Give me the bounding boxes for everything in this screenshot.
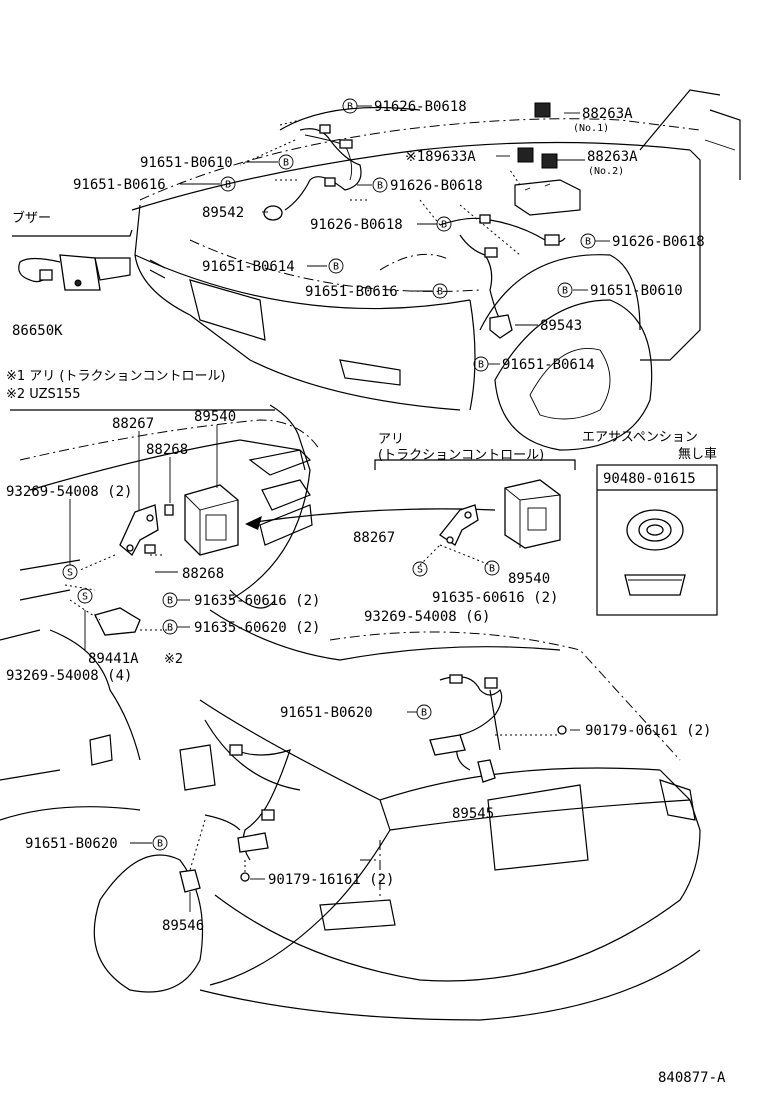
label-89543: 89543 [540,318,582,334]
rear-wiring [179,674,567,893]
part-labels: 91626-B0618 88263A (No.1) ※189633A 88263… [6,99,726,1086]
traction-bracket [374,459,576,566]
label-89441a: 89441A [88,651,139,667]
label-91635-60616: 91635-60616 (2) [432,590,558,606]
label-nashi: 無し車 [678,447,717,462]
b-markers: B B B B B B B B B B B B B B B [152,98,596,851]
b-marker: B [437,287,443,298]
console-body [0,404,321,761]
label-89546: 89546 [162,918,204,934]
label-91635-60620: 91635-60620 (2) [194,620,320,636]
label-89545: 89545 [452,806,494,822]
console-brackets [64,504,175,636]
leader-lines [69,105,610,912]
s-marker: S [82,592,88,603]
b-marker: B [377,181,383,192]
label-88268: 88268 [146,442,188,458]
label-89540: 89540 [508,571,550,587]
label-189633a: ※189633A [405,149,476,165]
label-91651-b0610: 91651-B0610 [140,155,233,171]
relay-189633a [517,147,534,163]
relay-box [509,169,581,216]
air-suspension-box [596,464,718,616]
b-marker: B [167,623,173,634]
label-91626-b0618: 91626-B0618 [310,217,403,233]
note-1: ※1 アリ (トラクションコントロール) [6,369,226,384]
s-markers: S S S [62,561,428,604]
diagram-code: 840877-A [658,1070,726,1086]
label-93269-54008: 93269-54008 (2) [6,484,132,500]
label-91651-b0614: 91651-B0614 [502,357,595,373]
b-marker: B [283,158,289,169]
b-marker: B [421,708,427,719]
note-2: ※2 UZS155 [6,387,81,402]
label-note2-ref: ※2 [164,652,183,667]
b-marker: B [333,262,339,273]
s-marker: S [67,568,73,579]
b-marker: B [167,596,173,607]
relay-88263a-no2 [541,153,558,169]
label-88263a: 88263A [582,106,633,122]
front-car-body [131,89,741,451]
label-90179-16161: 90179-16161 (2) [268,872,394,888]
label-traction-control: (トラクションコントロール) [378,448,544,463]
label-93269-54008: 93269-54008 (4) [6,668,132,684]
label-91635-60616: 91635-60616 (2) [194,593,320,609]
label-91651-b0620: 91651-B0620 [280,705,373,721]
label-86650k: 86650K [12,323,63,339]
label-91626-b0618: 91626-B0618 [612,234,705,250]
label-91626-b0618: 91626-B0618 [390,178,483,194]
label-buzzer: ブザー [12,210,51,226]
buzzer-86650k [12,229,133,291]
label-ari: アリ [378,432,404,447]
b-marker: B [157,839,163,850]
module-89540-left [184,484,239,556]
label-91651-b0614: 91651-B0614 [202,259,295,275]
label-no1: (No.1) [573,123,609,134]
s-marker: S [417,565,423,576]
b-marker: B [441,220,447,231]
b-marker: B [489,564,495,575]
label-91651-b0616: 91651-B0616 [305,284,398,300]
label-89542: 89542 [202,205,244,221]
label-90179-06161: 90179-06161 (2) [585,723,711,739]
label-91651-b0616: 91651-B0616 [73,177,166,193]
label-91651-b0610: 91651-B0610 [590,283,683,299]
b-marker: B [585,237,591,248]
label-88268: 88268 [182,566,224,582]
label-90480-01615: 90480-01615 [603,471,696,487]
label-89540: 89540 [194,409,236,425]
b-marker: B [225,180,231,191]
relay-88263a-no1 [534,102,551,118]
front-wiring [239,119,566,339]
label-88263a: 88263A [587,149,638,165]
b-marker: B [478,360,484,371]
label-91626-b0618: 91626-B0618 [374,99,467,115]
label-no2: (No.2) [588,166,624,177]
label-93269-54008: 93269-54008 (6) [364,609,490,625]
b-marker: B [347,102,353,113]
label-88267: 88267 [112,416,154,432]
label-88267: 88267 [353,530,395,546]
b-marker: B [562,286,568,297]
label-air-suspension: エアサスペンション [582,430,698,445]
label-91651-b0620: 91651-B0620 [25,836,118,852]
rear-car-body [0,609,701,1021]
